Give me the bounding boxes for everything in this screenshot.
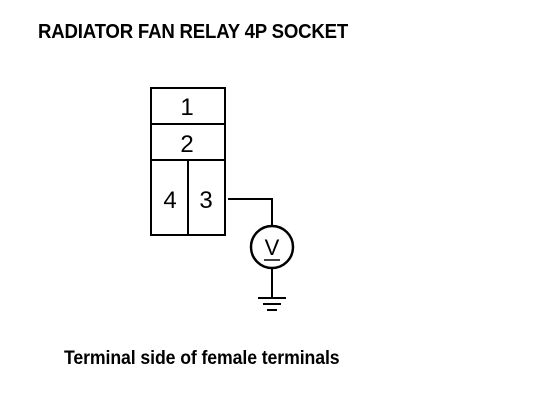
terminal-1-label: 1 — [180, 94, 193, 121]
ground-icon — [258, 297, 286, 311]
terminal-4-label: 4 — [163, 187, 176, 214]
diagram-title: RADIATOR FAN RELAY 4P SOCKET — [38, 21, 349, 43]
terminal-2-label: 2 — [180, 131, 193, 158]
probe-lead-wire — [228, 198, 273, 225]
diagram-caption: Terminal side of female terminals — [64, 348, 340, 369]
voltmeter-symbol-label: V — [265, 235, 280, 260]
voltmeter-icon: V — [249, 224, 295, 270]
relay-socket-connector — [150, 87, 226, 236]
terminal-3-label: 3 — [199, 187, 212, 214]
